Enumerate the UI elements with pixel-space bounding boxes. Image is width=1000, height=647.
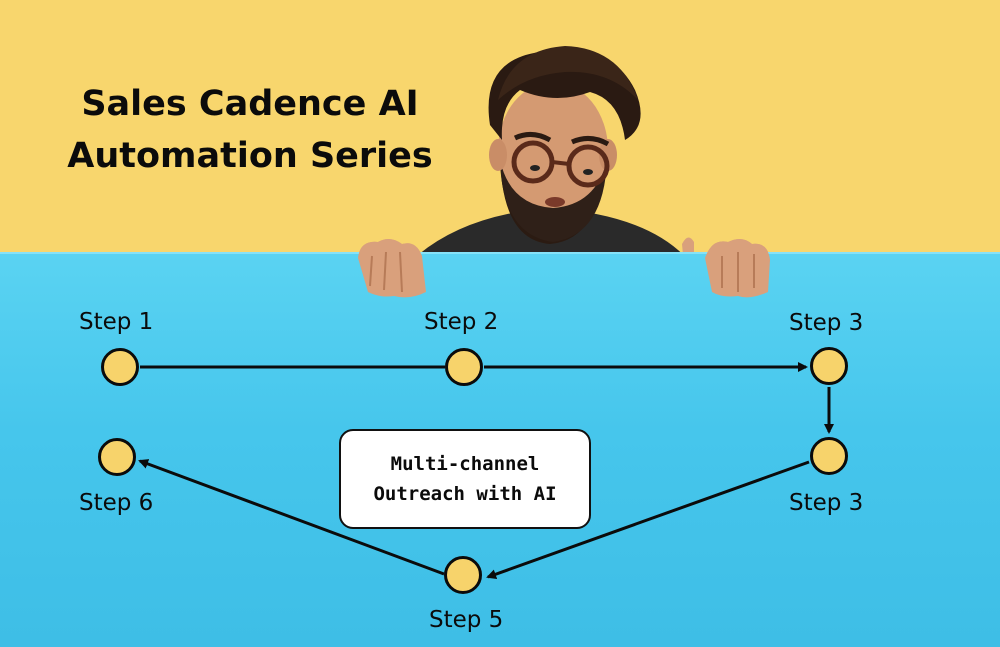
step-6-node <box>98 438 136 476</box>
step-6-label: Step 6 <box>79 490 154 516</box>
step-4-node <box>810 437 848 475</box>
center-box-line-2: Outreach with AI <box>373 483 557 505</box>
title-line-2: Automation Series <box>67 136 433 176</box>
title-line-1: Sales Cadence AI <box>81 84 419 124</box>
step-1-node <box>101 348 139 386</box>
step-4-label: Step 3 <box>789 490 864 516</box>
step-5-label: Step 5 <box>429 607 504 633</box>
step-1-label: Step 1 <box>79 309 154 335</box>
center-box-line-1: Multi-channel <box>390 453 540 475</box>
step-2-label: Step 2 <box>424 309 499 335</box>
hands-over-board-icon <box>358 238 770 298</box>
step-3-label: Step 3 <box>789 310 864 336</box>
step-2-node <box>445 348 483 386</box>
arrow-step5-to-step6 <box>138 459 445 576</box>
step-5-node <box>444 556 482 594</box>
step-3-node <box>810 347 848 385</box>
center-info-box: Multi-channel Outreach with AI <box>339 429 591 529</box>
arrow-step4-to-step5 <box>486 460 810 580</box>
page-title: Sales Cadence AI Automation Series <box>60 78 440 182</box>
